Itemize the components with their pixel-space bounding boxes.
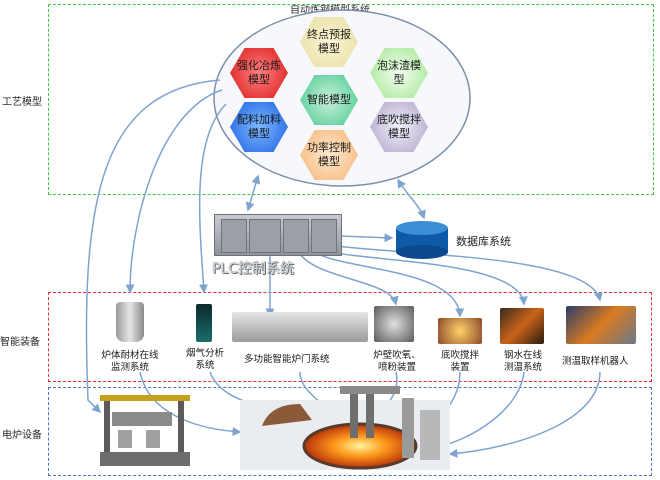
- enhanced-smelting-label: 强化冶炼模型: [237, 59, 281, 86]
- database-icon: [396, 221, 448, 259]
- bottom-stirring-label: 底吹搅拌模型: [377, 113, 421, 140]
- sampling-robot-label: 测温取样机器人: [562, 356, 629, 367]
- temperature-measurement-image: [500, 308, 544, 344]
- furnace-door-system-label: 多功能智能炉门系统: [244, 354, 330, 365]
- process-model-zone: [48, 4, 654, 195]
- bottom-stirring-device-image: [438, 318, 482, 344]
- process-model-label: 工艺模型: [2, 97, 42, 108]
- temperature-measurement-label: 钢水在线测温系统: [503, 350, 542, 373]
- endpoint-forecast-label: 终点预报模型: [307, 28, 351, 55]
- flue-gas-analyzer-image: [196, 304, 212, 342]
- foam-slag-label: 泡沫渣模型: [377, 59, 421, 86]
- plc-controller-image: [214, 214, 342, 256]
- power-control-label: 功率控制模型: [307, 141, 351, 168]
- bottom-stirring-device-label: 底吹搅拌装置: [440, 350, 479, 373]
- crane-graphic: [100, 395, 190, 466]
- database-system-label: 数据库系统: [456, 235, 511, 248]
- furnace-equipment-label: 电炉设备: [2, 430, 42, 441]
- smart-equipment-label: 智能装备: [0, 337, 40, 348]
- sampling-robot-image: [566, 306, 636, 344]
- flue-gas-analyzer-label: 烟气分析系统: [186, 348, 225, 371]
- smart-equipment-zone: [48, 292, 652, 382]
- lining-monitor-image: [116, 302, 144, 342]
- smart-model-label: 智能模型: [307, 93, 351, 106]
- wall-oxygen-lance-image: [374, 306, 414, 342]
- furnace-door-system-image: [232, 312, 368, 342]
- plc-control-system-label: PLC控制系统: [212, 261, 295, 277]
- wall-oxygen-lance-label: 炉壁吹氧、喷粉装置: [373, 350, 421, 373]
- burden-feeding-label: 配料加料模型: [237, 113, 281, 140]
- lining-monitor-label: 炉体耐材在线监测系统: [101, 350, 159, 373]
- electric-arc-furnace-graphic: [240, 386, 450, 470]
